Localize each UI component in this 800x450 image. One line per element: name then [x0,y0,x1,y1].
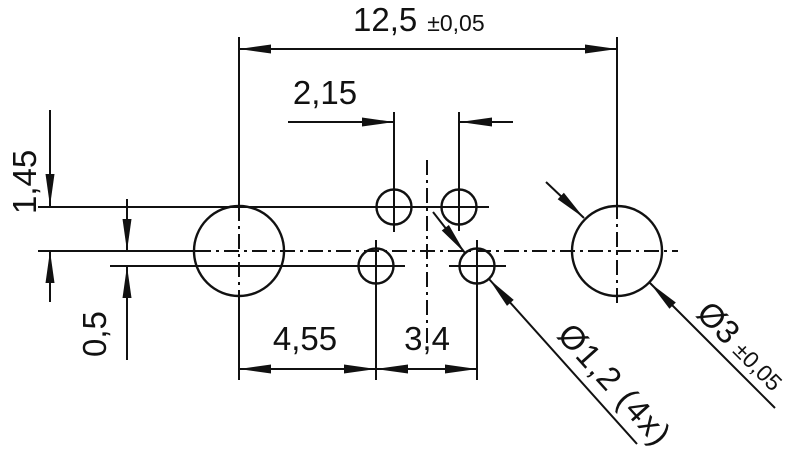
small-hole-top-right [440,188,478,226]
holes [192,188,664,298]
dim-overall-width-value: 12,5 [353,1,417,38]
leader-small-hole-lower-arrow [488,278,638,445]
leader-large-hole-lower-arrow [649,282,776,409]
small-hole-top-left [375,188,413,226]
dim-left-spacing-label: 4,55 [273,320,337,357]
dimension-lines [45,44,776,445]
extension-and-center-lines [38,37,678,380]
dim-overall-width-label: 12,5 ±0,05 [353,1,485,38]
dim-top-spacing-label: 2,15 [293,74,357,111]
dim-right-spacing-label: 3,4 [404,320,450,357]
dim-upper-offset-label: 1,45 [6,150,43,214]
dim-lower-offset-label: 0,5 [76,311,113,357]
dim-overall-width-tolerance: ±0,05 [427,10,484,36]
large-hole-left [192,204,286,298]
leader-large-hole-upper-arrow [545,181,585,219]
leader-small-hole-upper-arrow [432,211,466,254]
large-hole-right [570,204,664,298]
small-hole-bottom-right [458,247,496,285]
small-hole-bottom-left [357,247,395,285]
